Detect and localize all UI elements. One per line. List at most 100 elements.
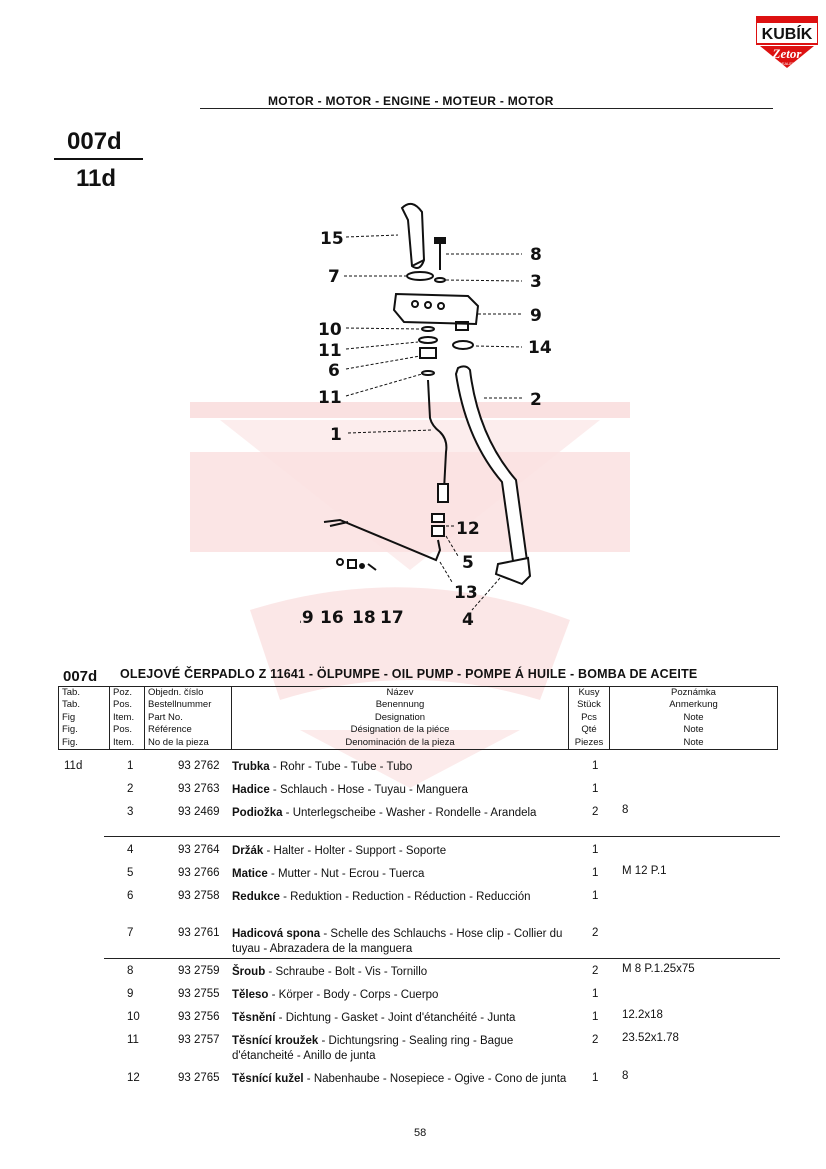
row-position: 11 — [127, 1034, 139, 1046]
callout-label: 19 — [300, 608, 314, 628]
callout-label: 6 — [328, 361, 340, 381]
row-note: 8 — [622, 1070, 629, 1082]
row-note: 23.52x1.78 — [622, 1032, 679, 1044]
callout-label: 11 — [318, 341, 342, 361]
callout-label: 2 — [530, 390, 542, 410]
row-name-translations: - Halter - Holter - Support - Soporte — [263, 845, 447, 857]
row-part-number: 93 2756 — [178, 1011, 220, 1023]
section-title: OLEJOVÉ ČERPADLO Z 11641 - ÖLPUMPE - OIL… — [120, 667, 698, 681]
row-position: 9 — [127, 988, 134, 1000]
row-quantity: 1 — [592, 844, 599, 856]
callout-label: 7 — [328, 267, 340, 287]
row-name-translations: - Rohr - Tube - Tube - Tubo — [269, 761, 413, 773]
row-part-number: 93 2765 — [178, 1072, 220, 1084]
callout-label: 17 — [380, 608, 404, 628]
row-name-czech: Podiožka — [232, 807, 283, 819]
row-part-number: 93 2759 — [178, 965, 220, 977]
row-name-translations: - Reduktion - Reduction - Réduction - Re… — [279, 891, 531, 903]
row-name-translations: - Dichtung - Gasket - Joint d'étanchéité… — [275, 1012, 516, 1024]
row-note: M 12 P.1 — [622, 865, 667, 877]
row-position: 12 — [127, 1072, 140, 1084]
header-divider — [200, 108, 773, 109]
callout-label: 8 — [530, 245, 542, 265]
row-part-number: 93 2761 — [178, 927, 220, 939]
row-quantity: 1 — [592, 988, 599, 1000]
row-name-translations: - Schelle des Schlauchs - Hose clip - Co… — [232, 928, 563, 955]
logo-tag-text: DEALER — [779, 61, 795, 66]
row-description: Těsnící kroužek - Dichtungsring - Sealin… — [232, 1034, 572, 1064]
row-description: Redukce - Reduktion - Reduction - Réduct… — [232, 890, 572, 905]
row-name-czech: Těleso — [232, 989, 269, 1001]
row-description: Těleso - Körper - Body - Corps - Cuerpo — [232, 988, 572, 1003]
row-name-czech: Šroub — [232, 966, 266, 978]
figure-code: 007d — [67, 128, 122, 155]
logo-brand-text: KUBÍK — [762, 24, 813, 43]
row-name-translations: - Schraube - Bolt - Vis - Tornillo — [265, 966, 428, 978]
row-quantity: 2 — [592, 965, 599, 977]
row-position: 6 — [127, 890, 134, 902]
row-part-number: 93 2757 — [178, 1034, 220, 1046]
row-name-translations: - Nabenhaube - Nosepiece - Ogive - Cono … — [303, 1073, 567, 1085]
row-name-translations: - Dichtungsring - Sealing ring - Bague d… — [232, 1035, 514, 1062]
row-quantity: 1 — [592, 867, 599, 879]
callout-label: 12 — [456, 519, 480, 539]
row-name-czech: Trubka — [232, 761, 270, 773]
callout-label: 5 — [462, 553, 474, 573]
row-part-number: 93 2758 — [178, 890, 220, 902]
page-number: 58 — [414, 1127, 427, 1139]
row-name-czech: Hadice — [232, 784, 270, 796]
row-description: Matice - Mutter - Nut - Ecrou - Tuerca — [232, 867, 572, 882]
row-name-czech: Těsnící kužel — [232, 1073, 304, 1085]
row-name-translations: - Körper - Body - Corps - Cuerpo — [268, 989, 439, 1001]
row-position: 8 — [127, 965, 134, 977]
figure-code-divider — [54, 158, 143, 160]
row-part-number: 93 2762 — [178, 760, 220, 772]
row-part-number: 93 2764 — [178, 844, 220, 856]
oil-pump-exploded-diagram: 15 7 8 3 9 10 11 14 6 11 2 1 12 5 13 19 … — [300, 202, 552, 630]
row-description: Těsnění - Dichtung - Gasket - Joint d'ét… — [232, 1011, 572, 1026]
row-part-number: 93 2469 — [178, 806, 220, 818]
section-code: 007d — [63, 668, 98, 685]
row-position: 2 — [127, 783, 134, 795]
callout-label: 18 — [352, 608, 376, 628]
row-position: 10 — [127, 1011, 140, 1023]
row-position: 3 — [127, 806, 134, 818]
callout-label: 9 — [530, 306, 542, 326]
page-header-title: MOTOR - MOTOR - ENGINE - MOTEUR - MOTOR — [268, 94, 554, 108]
kubik-zetor-logo: KUBÍK Zetor DEALER — [756, 16, 818, 68]
callout-label: 15 — [320, 229, 344, 249]
row-description: Těsnící kužel - Nabenhaube - Nosepiece -… — [232, 1072, 572, 1087]
row-part-number: 93 2766 — [178, 867, 220, 879]
row-name-translations: - Unterlegscheibe - Washer - Rondelle - … — [282, 807, 537, 819]
row-description: Hadicová spona - Schelle des Schlauchs -… — [232, 927, 572, 957]
row-position: 5 — [127, 867, 134, 879]
row-name-translations: - Schlauch - Hose - Tuyau - Manguera — [269, 784, 468, 796]
row-part-number: 93 2763 — [178, 783, 220, 795]
row-name-czech: Redukce — [232, 891, 280, 903]
row-name-translations: - Mutter - Nut - Ecrou - Tuerca — [267, 868, 425, 880]
row-quantity: 1 — [592, 890, 599, 902]
row-tab: 11d — [64, 760, 83, 772]
row-note: 8 — [622, 804, 629, 816]
row-position: 4 — [127, 844, 134, 856]
row-quantity: 2 — [592, 806, 599, 818]
row-name-czech: Hadicová spona — [232, 928, 321, 940]
row-description: Hadice - Schlauch - Hose - Tuyau - Mangu… — [232, 783, 572, 798]
callout-label: 4 — [462, 610, 474, 630]
row-position: 1 — [127, 760, 134, 772]
callout-label: 14 — [528, 338, 552, 358]
row-description: Podiožka - Unterlegscheibe - Washer - Ro… — [232, 806, 572, 821]
callout-label: 3 — [530, 272, 542, 292]
row-description: Trubka - Rohr - Tube - Tube - Tubo — [232, 760, 572, 775]
row-quantity: 1 — [592, 1072, 599, 1084]
row-note: 12.2x18 — [622, 1009, 663, 1021]
callout-label: 1 — [330, 425, 342, 445]
logo-sub-text: Zetor — [772, 46, 803, 61]
figure-subcode: 11d — [76, 165, 117, 192]
callout-label: 13 — [454, 583, 478, 603]
